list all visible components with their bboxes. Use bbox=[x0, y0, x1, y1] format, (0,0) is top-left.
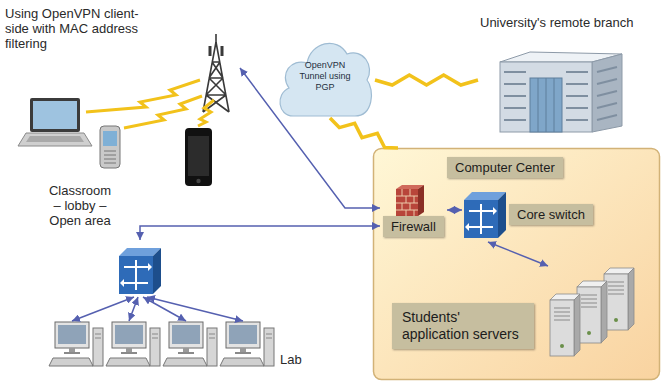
branch-label: University's remote branch bbox=[480, 15, 633, 30]
firewall-icon bbox=[396, 185, 424, 216]
phone-icon bbox=[103, 131, 117, 146]
firewall: Firewall bbox=[380, 183, 447, 242]
text-holder: OpenVPN Tunnel using PGP bbox=[296, 60, 354, 93]
lab-computers bbox=[106, 322, 160, 366]
server-icons bbox=[577, 281, 607, 343]
text-holder: Computer Center bbox=[447, 157, 563, 178]
radio-tower bbox=[210, 46, 222, 56]
wireless-bolt bbox=[124, 96, 202, 128]
wireless-bolt bbox=[198, 100, 214, 126]
phone-icon bbox=[100, 126, 120, 168]
remote-branch: University's remote branch bbox=[478, 12, 658, 137]
computer-center-panel bbox=[374, 149, 660, 380]
wireless-bolt bbox=[86, 80, 214, 128]
text-holder: Using OpenVPN client-side with MAC addre… bbox=[5, 6, 150, 51]
lab-links bbox=[147, 297, 243, 321]
text-holder: Firewall bbox=[383, 216, 444, 237]
smartphone-icon bbox=[185, 128, 212, 186]
lab-links bbox=[72, 297, 134, 321]
application-servers: Students' application servers bbox=[392, 266, 645, 360]
vpn-tunnel-cloud: OpenVPN Tunnel using PGP bbox=[275, 28, 375, 118]
phone-icon bbox=[104, 151, 116, 163]
laptop-icon bbox=[18, 133, 92, 146]
text-holder: Core switch bbox=[509, 204, 593, 225]
phone-icon bbox=[100, 126, 120, 168]
lab-links bbox=[72, 297, 243, 321]
network-link bbox=[488, 242, 548, 266]
text-holder: Lab bbox=[280, 352, 302, 367]
building-illustration bbox=[538, 78, 554, 132]
lab-computers bbox=[220, 322, 274, 366]
cloud-outline bbox=[280, 43, 372, 116]
radio-tower bbox=[203, 34, 229, 112]
laptop-icon bbox=[33, 101, 77, 129]
zone-caption: Using OpenVPN client-side with MAC addre… bbox=[5, 6, 150, 51]
center-label: Computer Center bbox=[447, 157, 563, 178]
area-label: Classroom – lobby – Open area bbox=[45, 183, 115, 228]
wireless-link bbox=[375, 75, 478, 85]
network-link bbox=[140, 226, 380, 240]
building-illustration bbox=[592, 54, 622, 132]
server-icons bbox=[550, 294, 580, 356]
lab-links bbox=[143, 297, 186, 321]
firewall-icon bbox=[396, 189, 418, 216]
server-icons bbox=[550, 268, 634, 356]
laptop-icon bbox=[26, 136, 84, 142]
cloud-label: OpenVPN Tunnel using PGP bbox=[296, 60, 354, 93]
lab-computers bbox=[49, 322, 274, 366]
server-label: Students' application servers bbox=[392, 303, 534, 349]
device-label: Firewall bbox=[383, 216, 444, 237]
firewall-icon bbox=[418, 185, 424, 216]
text-holder: Classroom – lobby – Open area bbox=[45, 183, 115, 228]
smartphone-icon bbox=[185, 128, 212, 186]
wireless-zone: Using OpenVPN client-side with MAC addre… bbox=[3, 3, 240, 233]
building-illustration bbox=[500, 52, 622, 132]
laptop-icon bbox=[30, 98, 80, 132]
wireless-link bbox=[330, 118, 398, 148]
lab-links bbox=[129, 297, 138, 321]
text-holder: University's remote branch bbox=[480, 15, 633, 30]
building-illustration bbox=[530, 78, 562, 132]
computer-lab: Lab bbox=[45, 240, 307, 385]
lab-switch-icon bbox=[119, 248, 161, 294]
server-icons bbox=[604, 268, 634, 330]
laptop-icon bbox=[18, 98, 92, 146]
smartphone-icon bbox=[196, 179, 200, 183]
radio-tower bbox=[203, 34, 229, 112]
building-illustration bbox=[500, 62, 592, 132]
device-label: Core switch bbox=[509, 204, 593, 225]
firewall-icon bbox=[396, 189, 418, 216]
building-illustration bbox=[597, 67, 617, 120]
lab-label: Lab bbox=[280, 352, 302, 367]
lab-computers bbox=[49, 322, 103, 366]
network-link bbox=[447, 209, 462, 211]
core-switch-icon bbox=[464, 192, 506, 238]
lab-computers bbox=[163, 322, 217, 366]
text-holder: Students' application servers bbox=[392, 303, 534, 349]
core-switch: Core switch bbox=[462, 188, 596, 242]
smartphone-icon bbox=[188, 136, 209, 176]
computer-center: Computer CenterFirewall Core switchStuden… bbox=[373, 148, 660, 380]
